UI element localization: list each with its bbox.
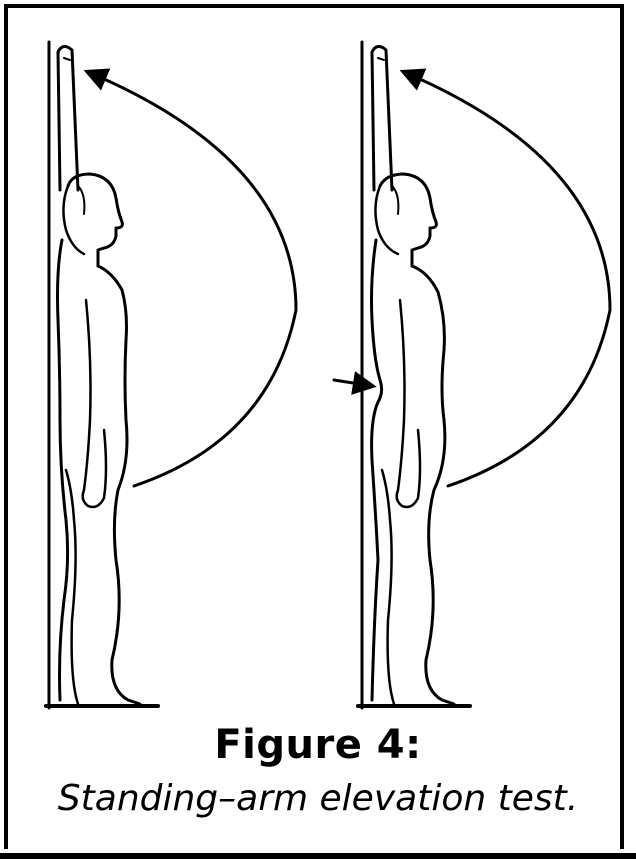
head-left [68, 174, 122, 266]
raised-arm-left [58, 46, 78, 190]
arch-indicator-arrow [334, 380, 372, 386]
side-arm-left [83, 300, 106, 507]
raised-arm-right [372, 46, 392, 190]
back-right [372, 240, 382, 700]
elevation-arc-arrow-left [88, 72, 296, 486]
figure-normal-posture [46, 42, 296, 708]
head-right [380, 174, 436, 266]
figure-arched-posture [334, 42, 610, 708]
elevation-arc-arrow-right [404, 72, 610, 486]
side-arm-right [397, 300, 420, 507]
figure-caption: Standing–arm elevation test. [0, 778, 636, 819]
figure-title: Figure 4: [0, 722, 636, 768]
